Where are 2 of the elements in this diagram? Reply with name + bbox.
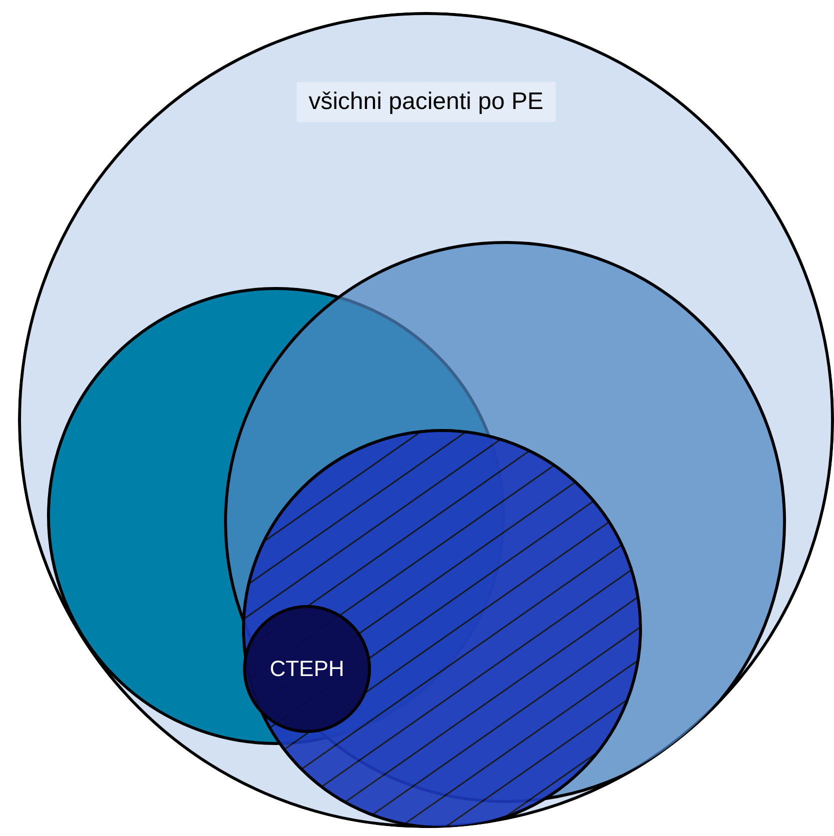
set-label: všichni pacienti po PE	[296, 82, 556, 122]
set-label: CTEPH	[270, 656, 344, 682]
